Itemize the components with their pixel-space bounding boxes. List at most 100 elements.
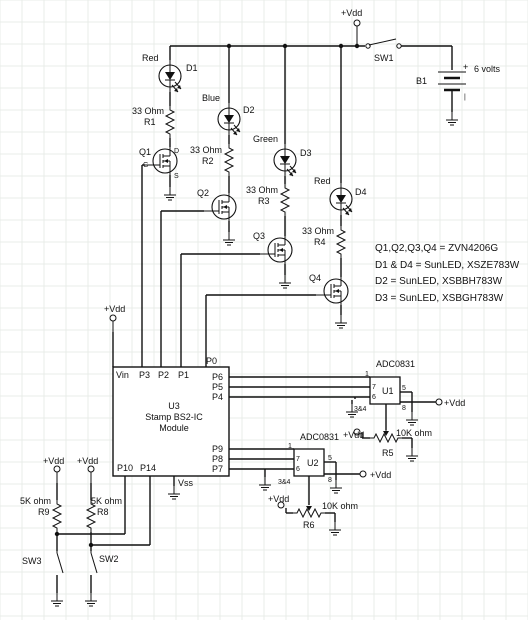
pushbutton-section: +Vdd +Vdd 5K ohm R9 5K ohm R8 SW3 SW2 xyxy=(20,456,151,607)
vdd-top-label: +Vdd xyxy=(341,8,362,18)
led-d4-icon xyxy=(329,182,353,216)
r9-vdd-label: +Vdd xyxy=(43,456,64,466)
battery-plus-label: + xyxy=(463,62,468,72)
u3-body xyxy=(112,366,230,477)
u1-pin5-label: 5 xyxy=(402,385,406,392)
q1-label: Q1 xyxy=(139,147,151,157)
u2-pin5-label: 5 xyxy=(328,455,332,462)
r2-label: R2 xyxy=(202,156,214,166)
u3-stamp-module: +Vdd Vin P3 P2 P1 P0 P6 P5 P4 U3 Stamp B… xyxy=(104,304,230,500)
u3-desc-line1: Stamp BS2-IC xyxy=(145,412,203,422)
q1-gate-label: G xyxy=(143,162,148,169)
led-channel-4: Red D4 33 Ohm R4 Q4 xyxy=(205,46,367,367)
u1-label: U1 xyxy=(382,386,394,396)
note-d1-d4: D1 & D4 = SunLED, XSZE783W xyxy=(375,260,520,271)
u2-body xyxy=(293,448,325,477)
u2-adc: ADC0831 U2 1 7 6 5 8 3&4 +Vdd +Vdd 10K o… xyxy=(229,432,391,536)
u2-pin34-label: 3&4 xyxy=(278,479,291,486)
d3-label: D3 xyxy=(300,148,312,158)
u1-pin1-label: 1 xyxy=(365,371,369,378)
u2-vdd-label: +Vdd xyxy=(370,470,391,480)
u3-p6-pin: P6 xyxy=(212,372,223,382)
u1-adc: ADC0831 U1 1 7 6 5 8 3&4 +Vdd +Vdd 10K o… xyxy=(229,359,465,462)
d4-color-label: Red xyxy=(314,176,331,186)
r1-label: R1 xyxy=(144,117,156,127)
r4-label: R4 xyxy=(314,237,326,247)
u3-vss-pin: Vss xyxy=(178,478,194,488)
led-channel-1: Red D1 33 Ohm R1 Q1 D G S xyxy=(132,46,198,367)
u3-p2-pin: P2 xyxy=(158,370,169,380)
q4-label: Q4 xyxy=(309,273,321,283)
b1-label: B1 xyxy=(416,76,427,86)
u1-pin6-label: 6 xyxy=(372,394,376,401)
note-d3: D3 = SunLED, XSBGH783W xyxy=(375,293,504,304)
d3-color-label: Green xyxy=(253,134,278,144)
led-d3-icon xyxy=(273,143,297,177)
resistor-r3-icon xyxy=(280,183,290,217)
u3-p8-pin: P8 xyxy=(212,454,223,464)
u2-label: U2 xyxy=(307,458,319,468)
r1-value-label: 33 Ohm xyxy=(132,106,164,116)
q1-drain-label: D xyxy=(174,148,179,155)
vin-vdd-label: +Vdd xyxy=(104,304,125,314)
r6-label: R6 xyxy=(303,520,315,530)
d2-color-label: Blue xyxy=(202,93,220,103)
r2-value-label: 33 Ohm xyxy=(190,145,222,155)
sw3-label: SW3 xyxy=(22,556,42,566)
r9-value-label: 5K ohm xyxy=(20,496,51,506)
r5-label: R5 xyxy=(382,448,394,458)
r6-value-label: 10K ohm xyxy=(322,501,358,511)
battery-voltage-label: 6 volts xyxy=(474,64,501,74)
u3-p14-pin: P14 xyxy=(140,463,156,473)
u3-p1-pin: P1 xyxy=(178,370,189,380)
supply-section: +Vdd SW1 B1 6 volts + | xyxy=(170,8,501,126)
d1-color-label: Red xyxy=(142,53,159,63)
d2-label: D2 xyxy=(243,105,255,115)
u1-pin7-label: 7 xyxy=(372,384,376,391)
d4-label: D4 xyxy=(355,187,367,197)
u3-p4-pin: P4 xyxy=(212,392,223,402)
r9-label: R9 xyxy=(38,507,50,517)
r3-value-label: 33 Ohm xyxy=(246,185,278,195)
r8-label: R8 xyxy=(97,507,109,517)
q3-label: Q3 xyxy=(253,231,265,241)
u1-vdd-label: +Vdd xyxy=(444,398,465,408)
q1-source-label: S xyxy=(174,173,179,180)
r4-value-label: 33 Ohm xyxy=(302,226,334,236)
u2-pin6-label: 6 xyxy=(296,466,300,473)
u2-pin1-label: 1 xyxy=(288,443,292,450)
u3-p3-pin: P3 xyxy=(139,370,150,380)
u3-desc-line2: Module xyxy=(159,423,189,433)
u3-p5-pin: P5 xyxy=(212,382,223,392)
u1-pin8-label: 8 xyxy=(402,405,406,412)
r5-vdd-label: +Vdd xyxy=(343,430,364,440)
adc2-part-label: ADC0831 xyxy=(300,432,339,442)
adc1-part-label: ADC0831 xyxy=(376,359,415,369)
u1-body xyxy=(369,376,401,405)
u3-p7-pin: P7 xyxy=(212,464,223,474)
u3-p0-pin: P0 xyxy=(206,356,217,366)
d1-label: D1 xyxy=(186,63,198,73)
r8-vdd-label: +Vdd xyxy=(77,456,98,466)
led-d1-icon xyxy=(158,59,182,93)
note-d2: D2 = SunLED, XSBBH783W xyxy=(375,276,503,287)
r3-label: R3 xyxy=(258,196,270,206)
u3-p10-pin: P10 xyxy=(117,463,133,473)
resistor-r1-icon xyxy=(165,105,175,139)
parts-notes: Q1,Q2,Q3,Q4 = ZVN4206G D1 & D4 = SunLED,… xyxy=(375,243,520,304)
u3-name: U3 xyxy=(168,401,180,411)
u3-p9-pin: P9 xyxy=(212,444,223,454)
led-channel-3: Green D3 33 Ohm R3 Q3 xyxy=(180,46,312,367)
led-channel-2: Blue D2 33 Ohm R2 Q2 xyxy=(160,46,255,367)
r6-vdd-label: +Vdd xyxy=(268,494,289,504)
resistor-r9-icon xyxy=(52,499,62,533)
resistor-r2-icon xyxy=(224,143,234,177)
u2-pin7-label: 7 xyxy=(296,456,300,463)
r8-value-label: 5K ohm xyxy=(91,496,122,506)
led-d2-icon xyxy=(217,102,241,136)
u1-pin34-label: 3&4 xyxy=(354,406,367,413)
r5-value-label: 10K ohm xyxy=(396,428,432,438)
sw1-label: SW1 xyxy=(374,53,394,63)
